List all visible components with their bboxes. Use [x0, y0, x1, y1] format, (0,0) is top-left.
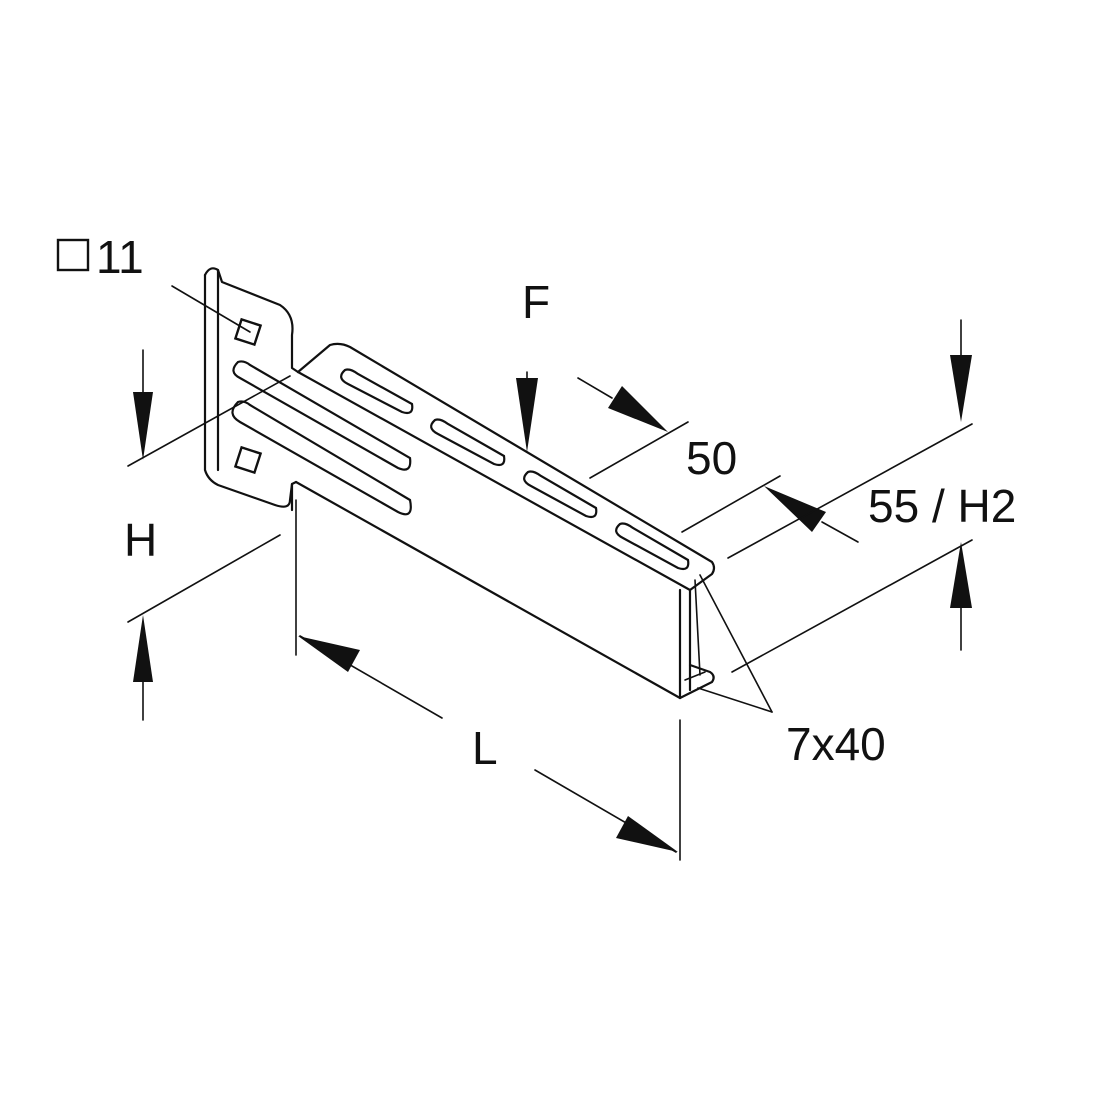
height-dimension: [127, 349, 291, 721]
force-label: F: [522, 276, 550, 328]
pitch-arrow-left: [608, 386, 668, 432]
length-arrow-left: [298, 636, 360, 672]
flange-arrow-bottom: [950, 542, 972, 608]
pitch-arrow-right: [764, 486, 826, 532]
hole-leader-line: [171, 285, 251, 333]
wall-plate-slots: [231, 360, 412, 516]
flange-height-label: 55 / H2: [868, 480, 1016, 532]
slot-pitch-dimension: [577, 377, 859, 543]
height-arrow-top: [133, 392, 153, 460]
hole-size-label: 11: [96, 231, 144, 283]
square-hole-bottom: [233, 445, 263, 475]
arm-channel: [294, 342, 716, 700]
flange-height-dimension: [727, 319, 973, 673]
square-outline-icon: [56, 238, 90, 272]
length-arrow-right: [616, 816, 678, 852]
flange-arrow-top: [950, 355, 972, 422]
force-arrow: [516, 371, 538, 452]
wall-plate: [203, 267, 300, 512]
height-arrow-bottom: [133, 615, 153, 682]
square-hole-top: [233, 317, 263, 347]
arm-slots: [340, 368, 690, 571]
slot-size-leaders: [697, 574, 773, 713]
height-label: H: [124, 514, 157, 566]
slot-size-label: 7x40: [786, 718, 886, 770]
slot-pitch-label: 50: [686, 432, 737, 484]
length-dimension: [295, 499, 681, 861]
length-label: L: [472, 722, 498, 774]
